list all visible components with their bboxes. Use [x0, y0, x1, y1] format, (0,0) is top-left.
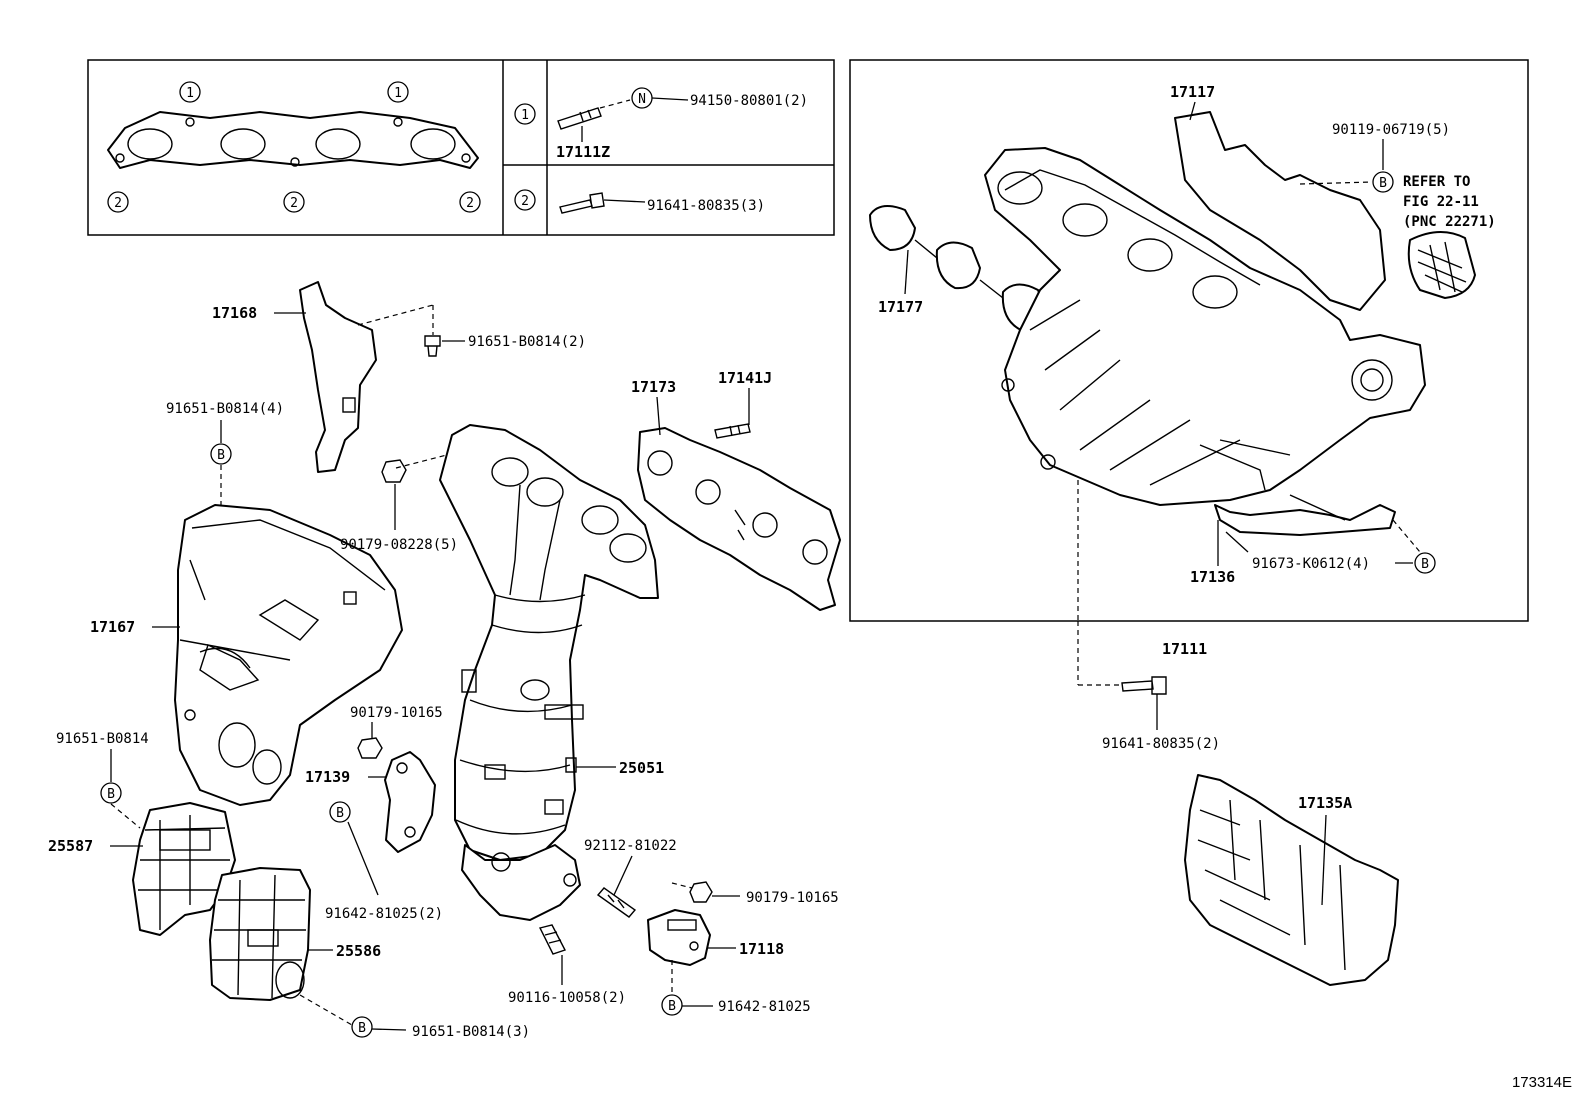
label-90119-06719: 90119-06719(5)	[1332, 122, 1450, 138]
label-17173: 17173	[631, 378, 676, 396]
label-17168: 17168	[212, 304, 257, 322]
svg-text:B: B	[668, 999, 676, 1014]
label-17111: 17111	[1162, 640, 1207, 658]
svg-text:B: B	[1379, 176, 1387, 191]
inset-marker-1b: 1	[387, 81, 409, 103]
stud-17111z-label: 17111Z	[556, 143, 610, 161]
inset-marker-2b-text: 2	[290, 196, 298, 211]
inset-marker-2c: 2	[459, 191, 481, 213]
svg-text:2: 2	[521, 194, 529, 209]
label-17135a: 17135A	[1298, 794, 1352, 812]
svg-text:B: B	[358, 1021, 366, 1036]
refer-note-line3: (PNC 22271)	[1403, 214, 1496, 230]
label-17141j: 17141J	[718, 369, 772, 387]
shield-25586	[209, 867, 311, 1001]
marker-b-25586: B	[351, 1016, 373, 1038]
figure-id: 173314E	[1511, 1074, 1572, 1091]
insulator-17117	[1174, 111, 1386, 311]
label-91651-b0814-4: 91651-B0814(4)	[166, 401, 284, 417]
label-17117: 17117	[1170, 83, 1215, 101]
intake-panel: 17117 90119-06719(5) B REFER TO FIG 22-1…	[849, 59, 1529, 622]
label-90179-10165-a: 90179-10165	[350, 705, 443, 721]
label-25051: 25051	[619, 759, 664, 777]
marker-b-25587: B	[100, 782, 122, 804]
label-91641-80835-2: 91641-80835(2)	[1102, 736, 1220, 752]
inset-marker-1a: 1	[179, 81, 201, 103]
inset-marker-1a-text: 1	[186, 86, 194, 101]
refer-note-line1: REFER TO	[1403, 174, 1470, 190]
nut-90179-10165-b-icon	[689, 881, 713, 903]
bracket-17136	[1214, 504, 1396, 536]
marker-b-17118: B	[661, 994, 683, 1016]
inset-marker-2a: 2	[107, 191, 129, 213]
inset-panel: 1 1 2 2 2 1 17111Z N 94	[87, 59, 835, 236]
row1-marker: 1	[514, 103, 536, 125]
label-91642-81025-2: 91642-81025(2)	[325, 906, 443, 922]
inset-gasket	[107, 111, 479, 169]
row2-marker: 2	[514, 189, 536, 211]
label-25587: 25587	[48, 837, 93, 855]
label-25586: 25586	[336, 942, 381, 960]
stud-92112-81022-icon	[596, 887, 637, 918]
stud-icon	[557, 107, 602, 130]
inset-marker-2a-text: 2	[114, 196, 122, 211]
stud-90116-10058-icon	[538, 924, 566, 955]
throttle-body-ref	[1407, 231, 1476, 299]
inset-marker-1b-text: 1	[394, 86, 402, 101]
label-91651-b0814: 91651-B0814	[56, 731, 149, 747]
insulator-17168	[299, 281, 377, 473]
marker-b-17167: B	[210, 443, 232, 465]
label-92112-81022: 92112-81022	[584, 838, 677, 854]
label-91642-81025: 91642-81025	[718, 999, 811, 1015]
label-17136: 17136	[1190, 568, 1235, 586]
bracket-17139	[384, 751, 436, 853]
svg-text:B: B	[1421, 557, 1429, 572]
nut-94150-label: 94150-80801(2)	[690, 93, 808, 109]
insulator-17167	[174, 504, 403, 806]
exhaust-manifold-25051	[439, 424, 659, 921]
label-91651-b0814-2: 91651-B0814(2)	[468, 334, 586, 350]
svg-text:B: B	[107, 787, 115, 802]
bolt-91641-80835-icon	[1121, 676, 1167, 695]
bolt-91641-label: 91641-80835(3)	[647, 198, 765, 214]
stud-17141j-icon	[714, 423, 751, 439]
label-91673-k0612: 91673-K0612(4)	[1252, 556, 1370, 572]
svg-text:1: 1	[521, 108, 529, 123]
label-17177: 17177	[878, 298, 923, 316]
label-90116-10058: 90116-10058(2)	[508, 990, 626, 1006]
nut-90179-08228-icon	[381, 459, 407, 483]
nut-marker-n: N	[631, 87, 653, 109]
label-17167: 17167	[90, 618, 135, 636]
label-91651-b0814-3: 91651-B0814(3)	[412, 1024, 530, 1040]
insulator-17135a	[1184, 774, 1399, 986]
label-90179-10165-b: 90179-10165	[746, 890, 839, 906]
label-90179-08228: 90179-08228(5)	[340, 537, 458, 553]
label-17118: 17118	[739, 940, 784, 958]
refer-note-line2: FIG 22-11	[1403, 194, 1479, 210]
nut-90179-10165-a-icon	[357, 737, 383, 759]
marker-b-17139: B	[329, 801, 351, 823]
inset-marker-2c-text: 2	[466, 196, 474, 211]
intake-manifold	[984, 147, 1426, 506]
intake-marker-b-bottom: B	[1414, 552, 1436, 574]
bracket-17118	[647, 909, 711, 966]
svg-text:B: B	[336, 806, 344, 821]
label-17139: 17139	[305, 768, 350, 786]
svg-text:B: B	[217, 448, 225, 463]
bolt-icon	[559, 192, 605, 214]
inset-marker-2b: 2	[283, 191, 305, 213]
intake-marker-b-top: B	[1372, 171, 1394, 193]
gasket-17173	[637, 427, 841, 611]
svg-text:N: N	[638, 92, 646, 107]
bolt-91651-top-icon	[424, 335, 441, 357]
